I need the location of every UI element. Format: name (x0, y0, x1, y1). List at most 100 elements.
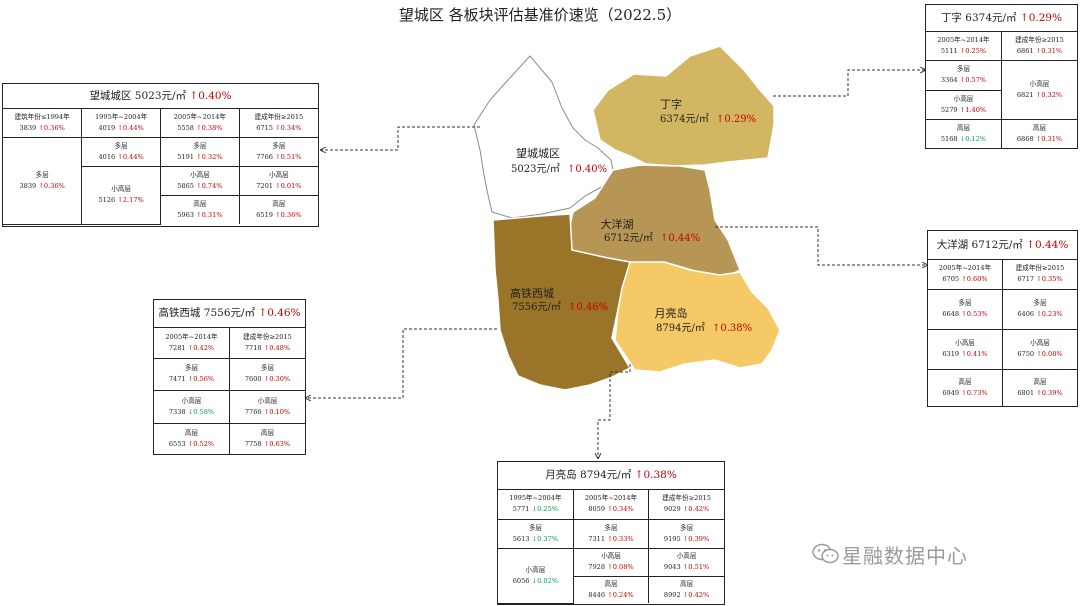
region-dayanghu-change: ↑0.44% (660, 233, 700, 244)
box-wangcheng-title: 望城城区 5023元/㎡ (89, 90, 187, 102)
page-title: 望城区 各板块评估基准价速览（2022.5） (398, 6, 682, 24)
region-gaotie-name: 高铁西城 (510, 286, 554, 300)
region-dingzi-change: ↑0.29% (716, 114, 756, 125)
region-wangcheng-price: 5023元/㎡ (511, 163, 560, 175)
connector-wangcheng (321, 126, 480, 150)
region-yueliang-change: ↑0.38% (712, 323, 752, 334)
region-yueliang-name: 月亮岛 (655, 306, 688, 320)
box-dayanghu-change: ↑0.44% (1026, 239, 1069, 251)
box-yueliang-change: ↑0.38% (634, 469, 677, 481)
svg-text:6374元/㎡ ↑0.29%: 6374元/㎡ ↑0.29% (660, 113, 756, 125)
region-dayanghu-name: 大洋湖 (601, 217, 634, 231)
box-gaotie-title: 高铁西城 7556元/㎡ (158, 307, 256, 319)
region-dingzi-name: 丁字 (660, 97, 682, 111)
connector-dayanghu (715, 226, 927, 265)
svg-text:7556元/㎡ ↑0.46%: 7556元/㎡ ↑0.46% (512, 301, 608, 313)
region-dingzi[interactable] (592, 45, 775, 167)
region-wangcheng[interactable] (473, 55, 614, 219)
svg-text:8794元/㎡ ↑0.38%: 8794元/㎡ ↑0.38% (656, 322, 752, 334)
box-dayanghu-title: 大洋湖 6712元/㎡ (936, 239, 1023, 251)
box-dingzi-title: 丁字 6374元/㎡ (940, 12, 1017, 24)
region-yueliang-price: 8794元/㎡ (656, 322, 705, 334)
connector-gaotie (306, 328, 497, 398)
svg-text:6712元/㎡ ↑0.44%: 6712元/㎡ ↑0.44% (604, 232, 700, 244)
wechat-icon (812, 543, 839, 564)
box-gaotie-change: ↑0.46% (258, 307, 301, 319)
region-gaotie-change: ↑0.46% (568, 302, 608, 313)
region-dayanghu-price: 6712元/㎡ (604, 232, 653, 244)
region-wangcheng-name: 望城城区 (516, 147, 560, 160)
region-gaotie[interactable] (492, 213, 632, 391)
box-wangcheng-change: ↑0.40% (189, 90, 232, 102)
box-yueliang-title: 月亮岛 8794元/㎡ (545, 469, 632, 481)
region-wangcheng-change: ↑0.40% (567, 164, 607, 175)
region-yueliang[interactable] (614, 261, 781, 373)
svg-text:5023元/㎡ ↑0.40%: 5023元/㎡ ↑0.40% (511, 163, 607, 175)
watermark-text: 星融数据中心 (842, 544, 968, 568)
region-gaotie-price: 7556元/㎡ (512, 301, 561, 313)
connector-dingzi (773, 70, 925, 97)
box-dingzi-change: ↑0.29% (1019, 12, 1063, 24)
connector-yueliang (598, 364, 631, 458)
region-dingzi-price: 6374元/㎡ (660, 113, 709, 125)
